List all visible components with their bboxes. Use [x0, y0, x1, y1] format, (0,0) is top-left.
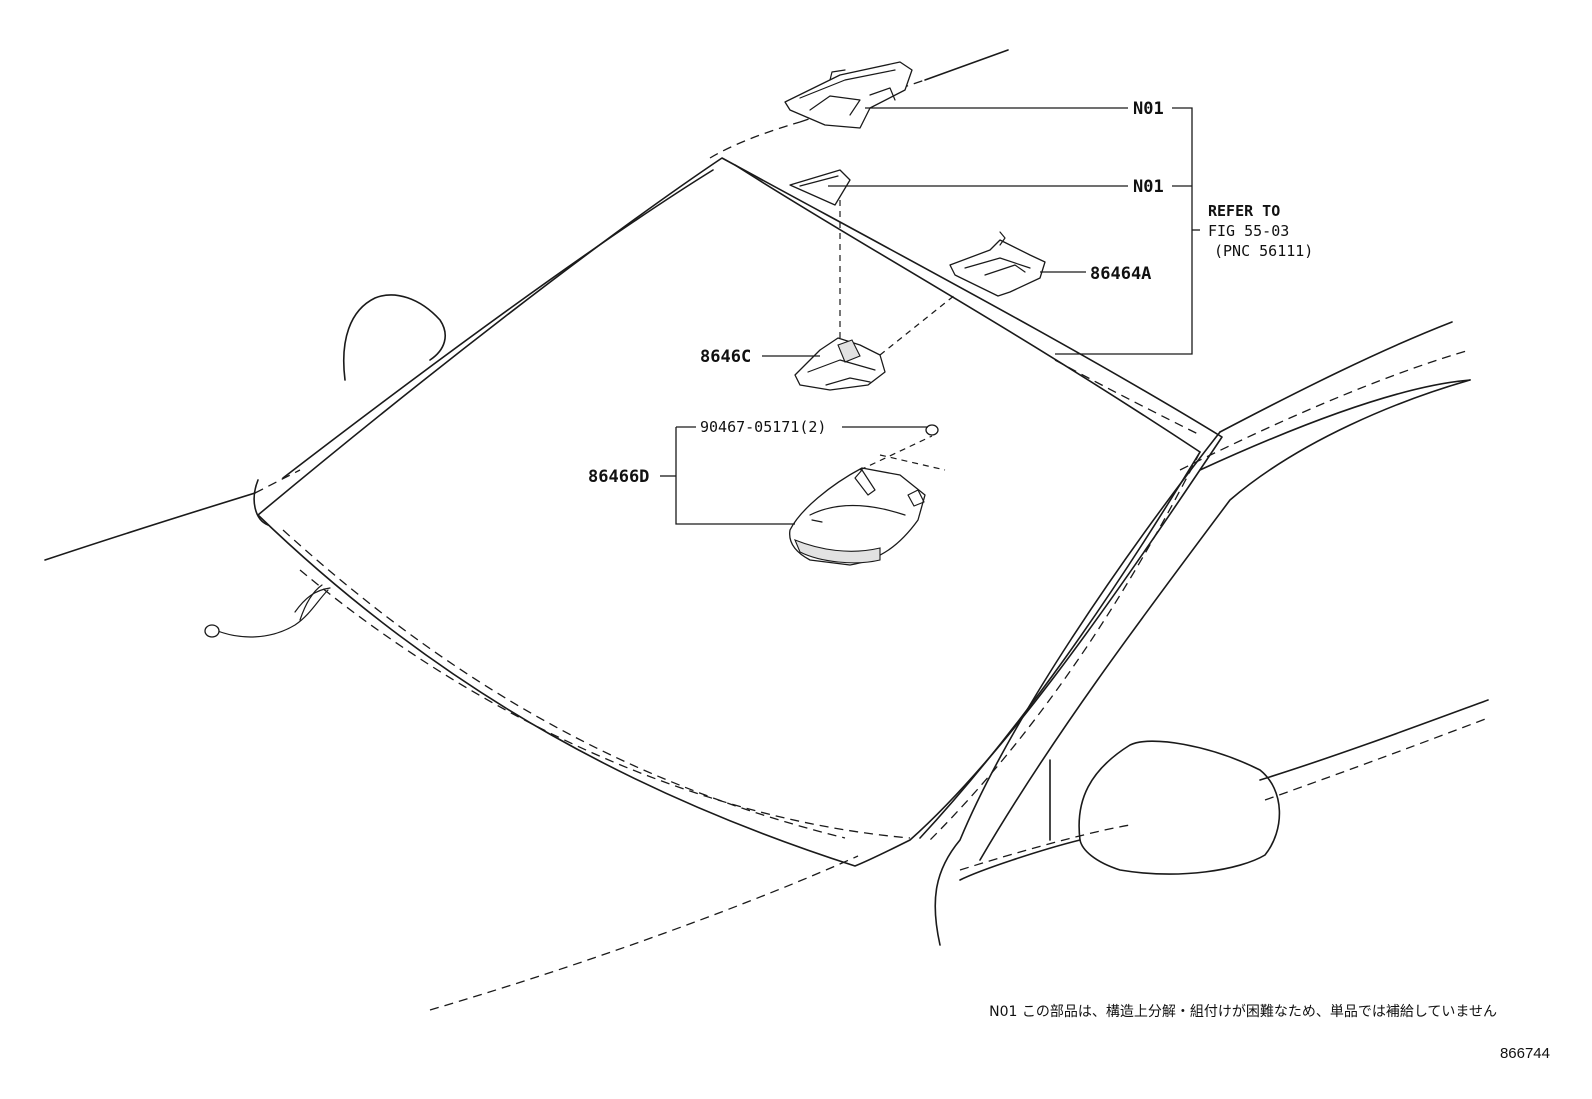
- vehicle-outline: [44, 49, 1489, 1011]
- reference-line-3: (PNC 56111): [1214, 242, 1313, 260]
- callout-86466d: 86466D: [588, 467, 649, 487]
- callout-90467-05171: 90467-05171(2): [700, 418, 826, 436]
- assembly-lines: [839, 200, 956, 471]
- windshield: [257, 157, 1223, 867]
- n01-top-bracket: [784, 61, 913, 129]
- part-86466d-cover: [789, 467, 926, 566]
- figure-number: 866744: [1500, 1045, 1550, 1062]
- reference-line-2: FIG 55-03: [1208, 222, 1289, 240]
- callout-n01-mid: N01: [1133, 177, 1164, 197]
- leader-lines: [660, 107, 1200, 525]
- part-86464a-bracket: [949, 231, 1046, 297]
- callout-86464a: 86464A: [1090, 264, 1151, 284]
- callout-8646c: 8646C: [700, 347, 751, 367]
- reference-line-1: REFER TO: [1208, 202, 1280, 220]
- callout-n01-top: N01: [1133, 99, 1164, 119]
- part-90467-05171-screw: [925, 424, 939, 436]
- n01-mid-cover: [789, 169, 851, 206]
- part-8646c-camera: [794, 337, 886, 391]
- footnote-n01: N01 この部品は、構造上分解・組付けが困難なため、単品では補給していません: [989, 1004, 1497, 1020]
